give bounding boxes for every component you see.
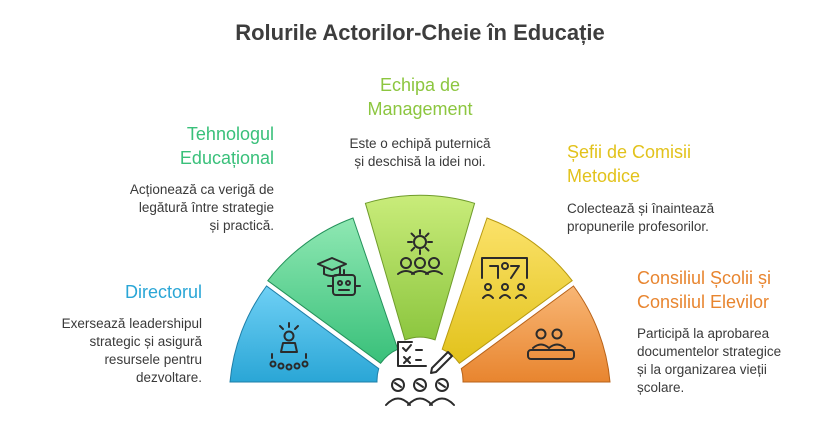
label-line: Metodice (567, 166, 641, 186)
desc-sefi: Colectează și înaintează propunerile pro… (567, 200, 767, 236)
desc-tech: Acționează ca verigă de legătură între s… (90, 181, 274, 235)
label-line: Șefii de Comisii (567, 142, 692, 162)
desc-line: documentelor strategice (637, 344, 782, 359)
desc-line: Participă la aprobarea (637, 326, 770, 341)
desc-line: și practică. (209, 218, 274, 233)
desc-management: Este o echipă puternică și deschisă la i… (320, 135, 520, 171)
desc-line: Este o echipă puternică (349, 136, 491, 151)
page-title: Rolurile Actorilor-Cheie în Educație (235, 20, 605, 45)
desc-line: Colectează și înaintează (567, 201, 715, 216)
desc-consiliu: Participă la aprobarea documentelor stra… (637, 325, 832, 397)
label-line: Consiliul Școlii și (637, 268, 772, 288)
council-table-icon (527, 328, 575, 360)
label-consiliu: Consiliul Școlii și Consiliul Elevilor (637, 266, 837, 314)
desc-line: și deschisă la idei noi. (354, 154, 486, 169)
label-director-text: Directorul (124, 282, 202, 302)
desc-line: dezvoltare. (135, 370, 202, 385)
label-line: Management (367, 99, 473, 119)
label-tech: Tehnologul Educațional (100, 122, 274, 170)
robot-graduate-icon (317, 257, 361, 296)
label-line: Consiliul Elevilor (637, 292, 770, 312)
gear-team-icon (397, 229, 443, 275)
desc-line: legătură între strategie (138, 200, 274, 215)
label-line: Echipa de (379, 75, 461, 95)
leader-podium-icon (269, 322, 309, 371)
label-line: Educațional (179, 148, 274, 168)
desc-line: și la organizarea vieții (637, 362, 767, 377)
desc-line: Exersează leadershipul (61, 316, 202, 331)
desc-line: propunerile profesorilor. (567, 219, 709, 234)
segment-director (229, 285, 380, 383)
label-sefi: Șefii de Comisii Metodice (567, 140, 767, 188)
desc-line: strategic și asigură (89, 334, 202, 349)
desc-line: resursele pentru (104, 352, 202, 367)
label-line: Tehnologul (186, 124, 274, 144)
label-director: Directorul (60, 280, 202, 304)
checklist-group-icon (385, 341, 455, 406)
desc-line: școlare. (637, 380, 685, 395)
desc-line: Acționează ca verigă de (129, 182, 274, 197)
label-management: Echipa de Management (320, 73, 520, 121)
desc-director: Exersează leadershipul strategic și asig… (20, 315, 202, 387)
presentation-team-icon (481, 257, 528, 299)
